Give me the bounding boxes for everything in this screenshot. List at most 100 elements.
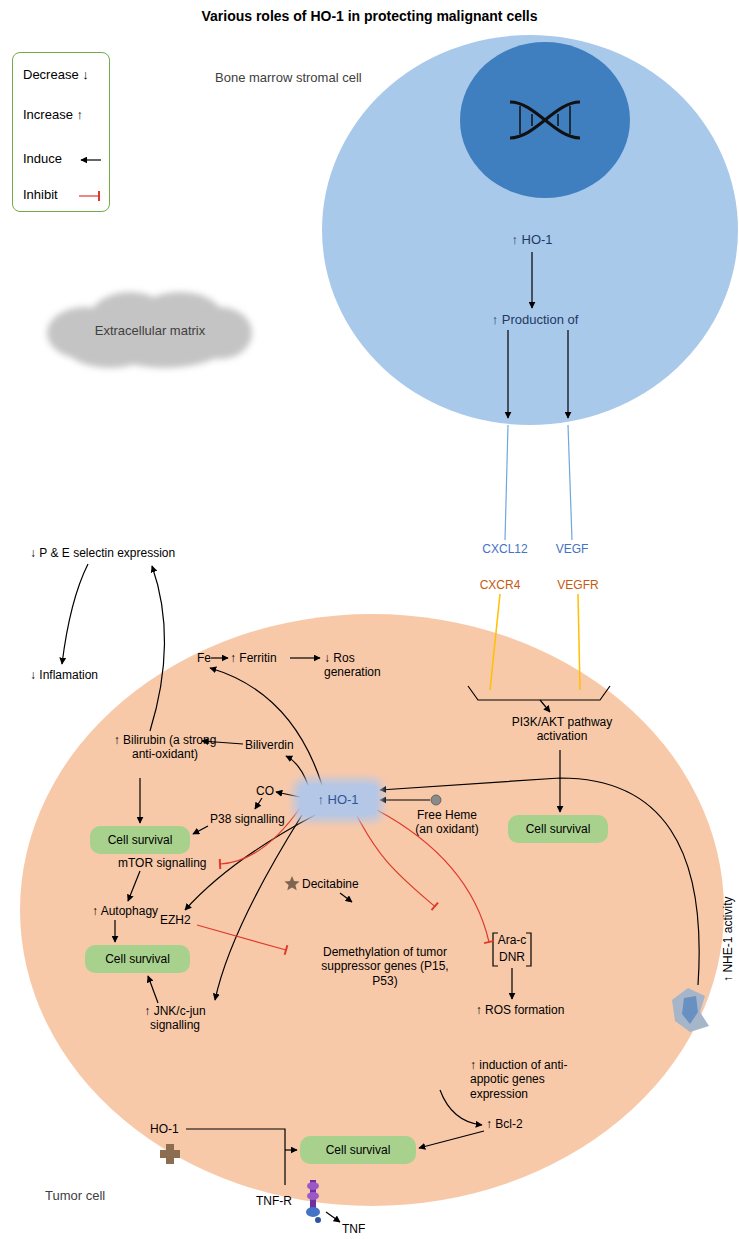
- legend-text: Increase ↑: [23, 107, 83, 123]
- pathway-label: TNF: [342, 1222, 365, 1236]
- label-holder: Fe: [197, 651, 217, 665]
- legend-sample: [75, 188, 105, 204]
- pathway-label: ↓ P & E selectin expression: [30, 546, 175, 560]
- pathway-label: ↑ JNK/c-jun signalling: [128, 1004, 223, 1033]
- label-holder: Ara-c: [492, 933, 532, 947]
- induce-arrow: [380, 799, 430, 800]
- cell-survival-box: Cell survival: [508, 815, 608, 843]
- heme-dot: [431, 795, 441, 805]
- pathway-label: Ara-c: [498, 933, 527, 947]
- pathway-label: TNF-R: [256, 1194, 292, 1208]
- pathway-label: ↑ HO-1: [511, 232, 552, 248]
- pathway-label: Free Heme (an oxidant): [407, 808, 487, 837]
- cell-survival-box: Cell survival: [90, 826, 190, 854]
- stromal-cell-outline: [460, 42, 630, 198]
- induce-arrow: [139, 778, 140, 823]
- induce-arrow: [507, 330, 508, 418]
- extracellular-matrix-outline: [47, 292, 252, 368]
- pathway-label: DNR: [499, 950, 525, 964]
- induce-arrow: [211, 657, 228, 658]
- label-holder: ↑ Production of: [470, 312, 600, 328]
- nucleus-outline: [280, 895, 490, 1105]
- legend-text: Inhibit: [23, 187, 58, 203]
- induce-arrow: [559, 750, 560, 812]
- tumor-cell-text: Tumor cell: [45, 1188, 105, 1204]
- nucleus-text: Demethylation of tumor suppressor genes …: [310, 945, 460, 988]
- tnf-receptor: [307, 1192, 319, 1200]
- label-holder: TNF: [342, 1222, 372, 1236]
- legend-row: Increase ↑: [23, 107, 107, 125]
- secretion-line: [568, 425, 572, 540]
- label-holder: ↑ Ferritin: [230, 651, 295, 665]
- label-holder: ↑ Bilirubin (a strong anti-oxidant): [103, 733, 228, 762]
- stromal-cell-text: Bone marrow stromal cell: [215, 70, 362, 86]
- label-holder: CXCL12: [475, 542, 535, 556]
- label-holder: ↓ Ros generation: [324, 651, 399, 680]
- label-holder: ↓ P & E selectin expression: [30, 546, 250, 560]
- secretion-line: [505, 425, 508, 540]
- nucleus: Demethylation of tumor suppressor genes …: [280, 895, 490, 1105]
- cell-survival-box: Cell survival: [85, 945, 190, 973]
- label-holder: Free Heme (an oxidant): [407, 808, 487, 837]
- text-holder: Tumor cell: [45, 1188, 145, 1204]
- pathway-label: P38 signalling: [210, 812, 285, 826]
- induce-arrow: [114, 920, 115, 942]
- label-holder: Decitabine: [302, 877, 372, 891]
- label-holder: VEGFR: [548, 578, 608, 592]
- cell-survival-box-text: Cell survival: [526, 822, 591, 836]
- text-holder: Extracellular matrix: [45, 288, 255, 373]
- legend-sample: [75, 152, 105, 168]
- label-holder: ↑ induction of anti-appotic genes expres…: [470, 1058, 605, 1101]
- text-holder: Cell survival: [508, 815, 608, 843]
- pathway-label: ↑ Autophagy: [92, 904, 158, 918]
- induce-arrow: [567, 330, 568, 418]
- label-holder: ↑ Bcl-2: [486, 1117, 541, 1131]
- label-holder: CXCR4: [470, 578, 530, 592]
- pathway-label: CXCL12: [482, 542, 527, 556]
- pathway-label: ↑ ROS formation: [476, 1003, 565, 1017]
- title-box: Various roles of HO-1 in protecting mali…: [0, 8, 739, 25]
- pathway-label: mTOR signalling: [118, 856, 206, 870]
- pathway-label: ↓ Ros generation: [324, 651, 399, 680]
- heme-dot: [431, 795, 441, 805]
- induce-arrow: [511, 968, 512, 999]
- text-holder: Cell survival: [90, 826, 190, 854]
- cell-survival-box: Cell survival: [300, 1136, 416, 1164]
- label-holder: ↓ Inflamation: [30, 668, 150, 682]
- tnf-receptor: [315, 1217, 321, 1223]
- pathway-label: ↑ Production of: [492, 312, 579, 328]
- extracellular-matrix-text: Extracellular matrix: [95, 323, 206, 339]
- label-holder: ↑ NHE-1 activity: [721, 884, 735, 994]
- text-holder: ↑ HO-1: [300, 785, 376, 815]
- text-holder: Cell survival: [85, 945, 190, 973]
- extracellular-matrix: Extracellular matrix: [45, 288, 255, 373]
- legend-row: Decrease ↓: [23, 67, 107, 85]
- label-holder: Biliverdin: [245, 738, 307, 752]
- cell-survival-box-text: Cell survival: [108, 833, 173, 847]
- legend-text: Induce: [23, 151, 62, 167]
- pathway-label: ↑ Bcl-2: [486, 1117, 523, 1131]
- legend-sample: [79, 195, 99, 196]
- nhe1-transporter: [682, 996, 698, 1024]
- pathway-label: HO-1: [150, 1122, 179, 1136]
- pathway-label: Biliverdin: [245, 738, 294, 752]
- induce-arrow: [531, 252, 532, 308]
- label-holder: CO: [256, 784, 280, 798]
- label-holder: ↑ JNK/c-jun signalling: [128, 1004, 223, 1033]
- induce-arrow: [285, 1149, 297, 1150]
- legend-row: Inhibit: [23, 187, 107, 205]
- stromal-cell-outline: [210, 30, 739, 430]
- stromal-cell-outline: [510, 102, 580, 138]
- tumor-cell-outline: [20, 614, 724, 1206]
- text-holder: Demethylation of tumor suppressor genes …: [310, 945, 460, 988]
- stromal-cell-outline: [322, 35, 738, 425]
- cell-survival-box-text: Cell survival: [105, 952, 170, 966]
- pathway-label: PI3K/AKT pathway activation: [505, 715, 620, 744]
- induce-arrow: [62, 564, 88, 664]
- ho1-box: ↑ HO-1: [300, 785, 376, 815]
- cell-survival-box-text: Cell survival: [326, 1143, 391, 1157]
- stromal-cell-outline: [520, 106, 570, 134]
